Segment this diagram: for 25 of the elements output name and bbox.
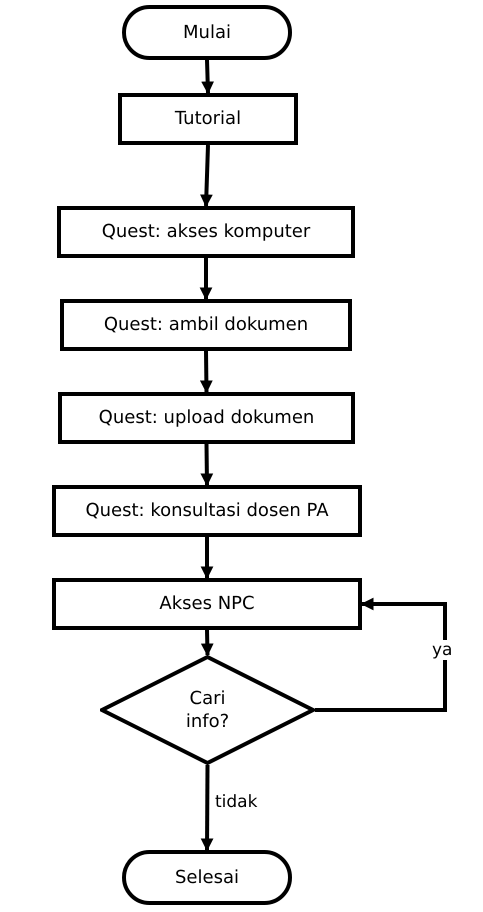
arrow — [200, 537, 214, 580]
arrow — [201, 60, 214, 94]
process-box — [118, 93, 298, 145]
node-label: Akses NPC — [159, 592, 255, 616]
node-label: Quest: konsultasi dosen PA — [85, 499, 329, 523]
process-box — [58, 392, 355, 444]
arrow — [200, 444, 214, 486]
node-label: Quest: upload dokumen — [98, 406, 314, 430]
process-box — [60, 299, 352, 351]
process-box — [57, 206, 355, 258]
arrow — [200, 144, 213, 208]
arrow — [200, 764, 214, 852]
arrow — [200, 350, 213, 394]
node-label: Quest: ambil dokumen — [104, 313, 308, 337]
arrow — [315, 598, 447, 712]
decision-diamond — [100, 655, 315, 765]
node-label: Tutorial — [174, 107, 242, 131]
process-box — [52, 485, 362, 537]
node-label: Mulai — [183, 20, 231, 44]
process-box — [52, 578, 362, 630]
node-label: Selesai — [175, 866, 239, 890]
arrow — [200, 630, 214, 656]
node-label: Cari info? — [184, 686, 230, 734]
arrow — [200, 258, 212, 300]
node-label: Quest: akses komputer — [102, 220, 310, 244]
